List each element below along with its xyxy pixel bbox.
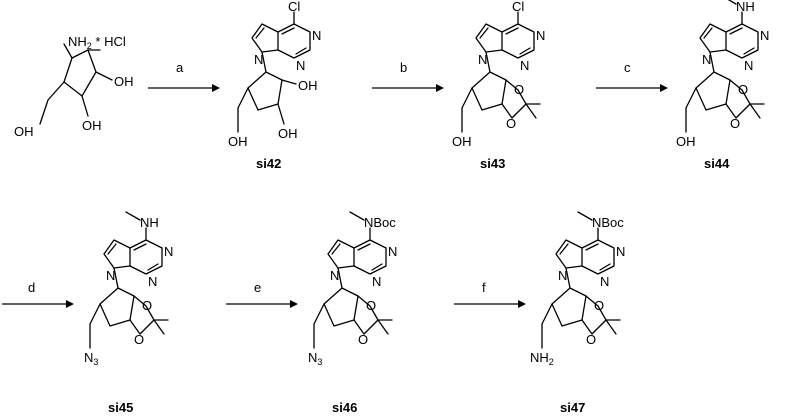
ring-n-label: N [702,52,711,67]
compound-si46: NBoc N N N O O N3 si46 [308,211,397,415]
step-arrow-b: b [372,60,444,92]
step-label: f [482,280,486,295]
step-label: b [400,60,407,75]
starting-material: NH2 * HCl OH OH OH [14,34,134,139]
o-label: O [366,298,376,313]
compound-si44: NH N N N O O OH si44 [676,0,769,171]
compound-label: si47 [560,400,585,415]
oh-label: OH [82,118,102,133]
o-label: O [142,298,152,313]
ring-n-label: N [388,244,397,259]
compound-si42: Cl N N N OH OH OH si42 [228,0,321,171]
oh-label: OH [452,134,472,149]
ring-n-label: N [558,268,567,283]
amine-label: NH2 [530,350,554,367]
ring-n-label: N [312,28,321,43]
step-label: d [28,280,35,295]
o-label: O [514,82,524,97]
substituent-label: NH [140,215,159,230]
oh-label: OH [228,134,248,149]
ring-n-label: N [296,58,305,73]
step-arrow-c: c [596,60,668,92]
compound-label: si44 [704,156,730,171]
substituent-label: Cl [288,0,300,14]
oh-label: OH [278,126,298,141]
substituent-label: NH [736,0,755,14]
ring-n-label: N [106,268,115,283]
ring-n-label: N [520,58,529,73]
step-arrow-f: f [454,280,526,308]
o-label: O [738,82,748,97]
oh-label: OH [298,78,318,93]
azide-label: N3 [84,350,98,367]
o-label: O [358,332,368,347]
compound-si43: Cl N N N O O OH si43 [452,0,545,171]
ring-n-label: N [254,52,263,67]
amine-label: NH2 * HCl [68,34,126,51]
o-label: O [730,116,740,131]
step-label: a [176,60,184,75]
compound-label: si43 [480,156,505,171]
ring-n-label: N [536,28,545,43]
ring-n-label: N [164,244,173,259]
substituent-label: NBoc [364,215,396,230]
o-label: O [134,332,144,347]
ring-n-label: N [330,268,339,283]
o-label: O [586,332,596,347]
compound-si47: NBoc N N N O O NH2 si47 [530,211,625,415]
ring-n-label: N [148,274,157,289]
ring-n-label: N [744,58,753,73]
ring-n-label: N [600,274,609,289]
step-arrow-e: e [226,280,298,308]
o-label: O [506,116,516,131]
step-arrow-a: a [148,60,220,92]
ring-n-label: N [372,274,381,289]
compound-si45: NH N N N O O N3 si45 [84,211,173,415]
ring-n-label: N [616,244,625,259]
ring-n-label: N [760,28,769,43]
o-label: O [594,298,604,313]
step-label: e [254,280,261,295]
step-label: c [624,60,631,75]
oh-label: OH [676,134,696,149]
ring-n-label: N [478,52,487,67]
substituent-label: NBoc [592,215,624,230]
azide-label: N3 [308,350,322,367]
compound-label: si46 [332,400,357,415]
oh-label: OH [14,124,34,139]
step-arrow-d: d [2,280,74,308]
substituent-label: Cl [512,0,524,14]
compound-label: si45 [108,400,133,415]
compound-label: si42 [256,156,281,171]
oh-label: OH [114,74,134,89]
